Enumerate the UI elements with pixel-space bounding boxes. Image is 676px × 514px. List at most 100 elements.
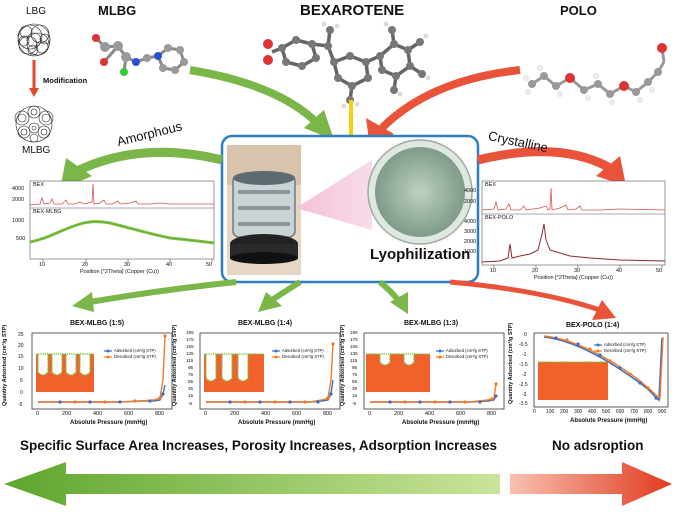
iso4-legend <box>594 343 602 353</box>
iso2-ylabel: Quantity Adsorbed (cm³/g STP) <box>172 324 178 406</box>
iso4-xtick: 400 <box>588 409 597 415</box>
xrd-right-ytick: 4000 <box>464 188 477 194</box>
iso3-ytick: 75 <box>352 372 358 377</box>
iso2-xtick: 800 <box>323 411 333 417</box>
iso2-title: BEX-MLBG (1:4) <box>238 320 293 327</box>
iso1-xtick: 200 <box>62 411 72 417</box>
iso1-legend <box>104 349 112 359</box>
iso3-xtick: 0 <box>368 411 372 417</box>
iso1-ytick: 5 <box>20 378 23 384</box>
iso1-xtick: 0 <box>36 411 40 417</box>
bexarotene-header: BEXAROTENE <box>300 2 405 19</box>
iso4-title: BEX-POLO (1:4) <box>566 322 620 329</box>
xrd-left-xtick: 30 <box>124 262 131 268</box>
arrow-to-iso3 <box>378 279 408 314</box>
xrd-left-ytick: 1000 <box>12 218 25 224</box>
xrd-left-ytick: 2000 <box>12 197 25 203</box>
mlbg-header: MLBG <box>98 3 137 18</box>
iso4-xtick: 700 <box>630 409 639 415</box>
arrow-to-iso4 <box>449 279 616 320</box>
iso1-xtick: 600 <box>124 411 134 417</box>
iso3-ytick: 55 <box>352 379 358 384</box>
iso1-ylabel: Quantity Adsorbed (cm³/g STP) <box>2 324 8 406</box>
iso3-xtick: 200 <box>394 411 404 417</box>
iso3-ytick: 15 <box>352 393 358 398</box>
xrd-left-top-label: BEX <box>33 182 45 188</box>
xrd-right-xtick: 30 <box>574 268 581 274</box>
bottom-red-arrow <box>510 462 672 506</box>
iso3-xlabel: Absolute Pressure (mmHg) <box>402 420 480 426</box>
iso1-legend-adsorbed: Adsorbed (cm³/g STP) <box>114 348 156 353</box>
xrd-right-xtick: 50 <box>656 268 663 274</box>
iso2-ytick: 55 <box>188 379 194 384</box>
xrd-right-xtick: 20 <box>532 268 539 274</box>
isotherm-plot-4 <box>533 332 669 408</box>
iso3-ytick: 195 <box>350 330 358 335</box>
iso4-xtick: 600 <box>616 409 625 415</box>
isotherm-plot-3 <box>363 332 505 410</box>
iso1-xtick: 400 <box>93 411 103 417</box>
pore-illustration-2 <box>204 353 264 392</box>
iso3-xtick: 600 <box>456 411 466 417</box>
iso2-ytick: 175 <box>186 337 194 342</box>
iso2-ytick: 75 <box>188 372 194 377</box>
iso3-legend-desorbed: Desorbed (cm³/g STP) <box>446 354 488 359</box>
xrd-right-bottom-label: BEX-POLO <box>485 215 514 221</box>
iso3-title: BEX-MLBG (1:3) <box>404 320 459 327</box>
bottom-left-statement: Specific Surface Area Increases, Porosit… <box>20 438 497 453</box>
iso2-legend-adsorbed: Adsorbed (cm³/g STP) <box>282 348 324 353</box>
iso2-ytick: 155 <box>186 344 194 349</box>
xrd-right-xlabel: Position [°2Theta] (Copper (Cu)) <box>534 275 613 281</box>
xrd-left-ytick: 4000 <box>12 186 25 192</box>
bottom-right-statement: No adsroption <box>552 438 644 453</box>
iso3-ytick: 135 <box>350 351 358 356</box>
xrd-right-ytick: 2000 <box>464 239 477 245</box>
lyophilized-sample-dish <box>367 139 473 245</box>
iso1-title: BEX-MLBG (1:5) <box>70 320 125 327</box>
iso4-legend-desorbed: Desorbed (cm³/g STP) <box>604 348 646 353</box>
iso2-ytick: 195 <box>186 330 194 335</box>
iso4-xtick: 0 <box>533 409 536 415</box>
iso3-xtick: 400 <box>425 411 435 417</box>
mlbg-molecule <box>92 34 188 76</box>
xrd-bex-polo-trace <box>481 223 666 263</box>
xrd-left-panel <box>29 180 215 262</box>
iso2-xtick: 200 <box>230 411 240 417</box>
iso4-xlabel: Absolute Pressure (mmHg) <box>570 418 648 424</box>
iso4-xtick: 900 <box>658 409 667 415</box>
xrd-right-ytick: 2000 <box>464 199 477 205</box>
iso4-ytick: -1 <box>522 352 527 358</box>
arrow-to-iso1 <box>72 279 237 312</box>
iso1-ytick: 20 <box>18 343 24 349</box>
modification-arrow <box>29 60 39 97</box>
iso2-ytick: 15 <box>188 393 194 398</box>
xrd-right-ytick: 3000 <box>464 229 477 235</box>
iso2-legend <box>272 349 280 359</box>
xrd-right-ytick: 1000 <box>464 249 477 255</box>
polo-header: POLO <box>560 3 597 18</box>
xrd-left-xtick: 50 <box>206 262 213 268</box>
iso1-xtick: 800 <box>155 411 165 417</box>
iso1-ytick: 25 <box>18 332 24 338</box>
arrow-mlbg-to-box <box>189 66 334 140</box>
iso2-ytick: 35 <box>188 386 194 391</box>
zoom-wedge <box>296 160 372 230</box>
crystalline-arrow <box>476 147 626 186</box>
iso3-ytick: 35 <box>352 386 358 391</box>
iso4-adsorbed <box>543 336 663 402</box>
iso1-legend-desorbed: Desorbed (cm³/g STP) <box>114 354 156 359</box>
xrd-left-xlabel: Position [°2Theta] (Copper (Cu)) <box>80 269 159 275</box>
pore-illustration-3 <box>366 353 430 392</box>
iso1-ytick: 15 <box>18 354 24 360</box>
xrd-left-xtick: 10 <box>39 262 46 268</box>
xrd-left-bottom-label: BEX-MLBG <box>33 209 62 215</box>
mlbg-coil-illustration <box>14 105 54 143</box>
lbg-label: LBG <box>26 6 47 17</box>
freeze-dryer-photo <box>227 145 301 275</box>
iso4-ytick: -1.5 <box>519 362 528 368</box>
iso3-ytick: 155 <box>350 344 358 349</box>
iso4-xtick: 300 <box>574 409 583 415</box>
iso4-ylabel: Quantity Adsorbed (cm³/g STP) <box>508 322 514 404</box>
xrd-right-top-label: BEX <box>485 182 497 188</box>
isotherm-plot-1 <box>31 332 173 410</box>
